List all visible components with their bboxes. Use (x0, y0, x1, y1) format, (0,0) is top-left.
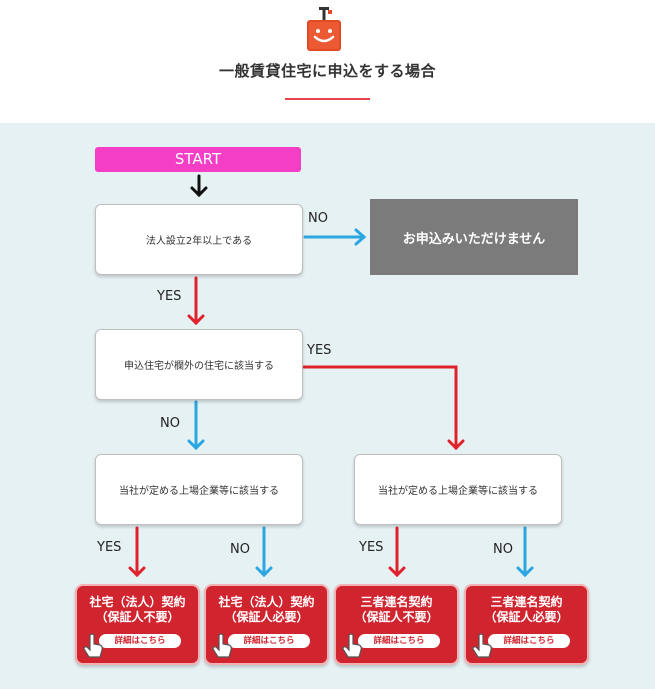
arrow-q1-yes (187, 276, 205, 326)
details-link[interactable]: 詳細はこちら (488, 634, 570, 648)
pointing-hand-icon (342, 633, 362, 658)
start-node: START (95, 147, 301, 172)
arrow-q3-yes (128, 526, 146, 578)
label-q1-yes: YES (157, 289, 182, 304)
pointing-hand-icon (472, 633, 492, 658)
label-q3-no: NO (230, 542, 250, 557)
result-joint-guarantor[interactable]: 三者連名契約 （保証人必要） 詳細はこちら (464, 584, 589, 665)
details-link[interactable]: 詳細はこちら (228, 634, 310, 648)
question-established-2-years: 法人設立2年以上である (95, 204, 303, 275)
pointing-hand-icon (212, 633, 232, 658)
label-q2-no: NO (160, 416, 180, 431)
arrow-q2-yes (302, 365, 465, 451)
label-q3-yes: YES (97, 540, 122, 555)
result-joint-no-guarantor[interactable]: 三者連名契約 （保証人不要） 詳細はこちら (334, 584, 459, 665)
arrow-start-q1 (190, 174, 208, 198)
label-q4-no: NO (493, 542, 513, 557)
result-title: 三者連名契約 (360, 595, 433, 609)
result-corporate-guarantor[interactable]: 社宅（法人）契約 （保証人必要） 詳細はこちら (204, 584, 329, 665)
arrow-q4-yes (388, 526, 406, 578)
result-subtitle: （保証人必要） (224, 610, 309, 624)
result-title: 三者連名契約 (490, 595, 563, 609)
title-underline (285, 98, 370, 100)
page-header: 一般賃貸住宅に申込をする場合 (0, 0, 655, 123)
details-link[interactable]: 詳細はこちら (99, 634, 181, 648)
question-listed-company-left: 当社が定める上場企業等に該当する (95, 454, 303, 525)
page-title: 一般賃貸住宅に申込をする場合 (218, 62, 436, 80)
details-link[interactable]: 詳細はこちら (358, 634, 440, 648)
result-not-accepted: お申込みいただけません (370, 199, 578, 275)
arrow-q4-no (516, 526, 534, 578)
result-subtitle: （保証人不要） (95, 610, 180, 624)
mascot-logo-icon (307, 7, 341, 51)
label-q1-no: NO (308, 211, 328, 226)
question-listed-company-right: 当社が定める上場企業等に該当する (354, 454, 562, 525)
question-outside-housing: 申込住宅が欄外の住宅に該当する (95, 329, 303, 400)
arrow-q3-no (255, 526, 273, 578)
result-title: 社宅（法人）契約 (218, 595, 315, 609)
result-corporate-no-guarantor[interactable]: 社宅（法人）契約 （保証人不要） 詳細はこちら (75, 584, 200, 665)
result-subtitle: （保証人必要） (484, 610, 569, 624)
result-title: 社宅（法人）契約 (89, 595, 186, 609)
arrow-q1-no (303, 228, 367, 246)
pointing-hand-icon (83, 633, 103, 658)
result-subtitle: （保証人不要） (354, 610, 439, 624)
arrow-q2-no (187, 400, 205, 451)
label-q4-yes: YES (359, 540, 384, 555)
label-q2-yes: YES (307, 343, 332, 358)
